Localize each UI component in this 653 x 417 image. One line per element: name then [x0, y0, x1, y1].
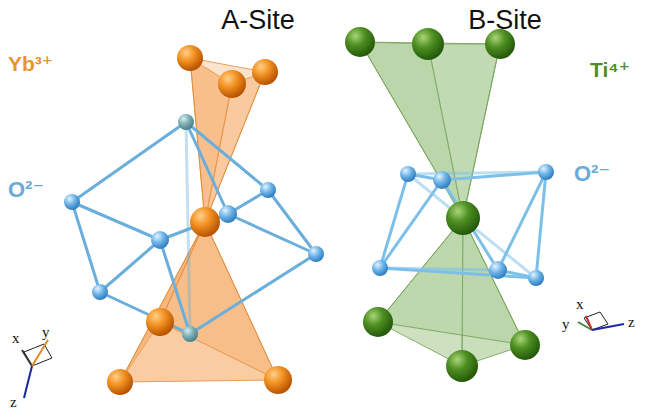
axis-label: x	[576, 296, 584, 313]
ion-label: Yb³⁺	[8, 52, 53, 75]
ion-label: O²⁻	[8, 178, 44, 202]
axis-label: x	[12, 330, 20, 347]
axis-label: z	[628, 314, 635, 331]
site-heading: A-Site	[221, 6, 295, 36]
axis-label: z	[10, 394, 17, 411]
site-heading: B-Site	[468, 6, 542, 36]
ion-label: Ti⁴⁺	[590, 58, 630, 81]
ion-label: O²⁻	[574, 162, 610, 186]
axis-label: y	[42, 324, 50, 341]
axis-label: y	[562, 316, 570, 333]
